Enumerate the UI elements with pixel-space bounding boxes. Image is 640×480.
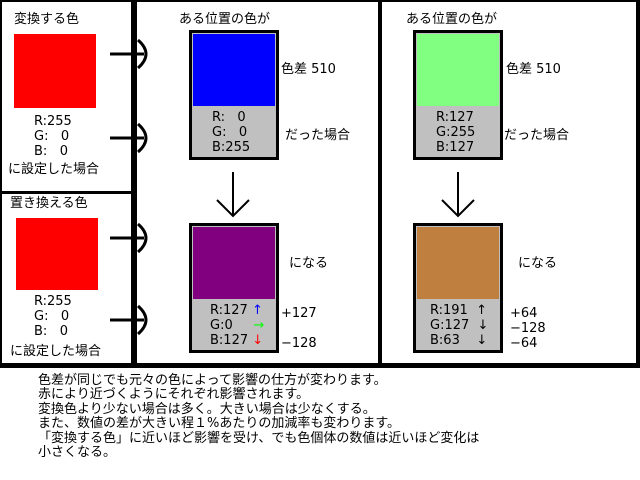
notes: 色差が同じでも元々の色によって影響の仕方が変わります。 赤により近づくようにそれ… <box>0 368 640 480</box>
replace-b: B: 0 <box>34 324 68 339</box>
note-line: 変換色より少ない場合は多く。大きい場合は少なくする。 <box>38 402 376 417</box>
note-line: 色差が同じでも元々の色によって影響の仕方が変わります。 <box>38 373 387 388</box>
connector-arrows-icon <box>110 38 148 336</box>
middle-before-b: B:255 <box>212 140 251 155</box>
middle-after-b: B:127 ↓ <box>210 333 264 348</box>
source-swatch <box>14 34 96 108</box>
down-arrow-icon <box>441 172 475 218</box>
source-panel: 変換する色 R:255 G: 0 B: 0 に設定した場合 <box>2 2 131 191</box>
note-line: 「変換する色」に近いほど影響を受け、でも色個体の数値は近いほど変化は <box>38 431 480 446</box>
middle-delta-r: +127 <box>281 306 317 321</box>
right-heading: ある位置の色が <box>406 12 498 27</box>
note-line: また、数値の差が大きい程１%あたりの加減率も変わります。 <box>38 416 401 431</box>
middle-was: だった場合 <box>285 128 351 143</box>
replace-r: R:255 <box>34 294 72 309</box>
right-after-g: G:127 ↓ <box>430 318 489 333</box>
right-after-swatch <box>417 227 499 299</box>
source-r: R:255 <box>34 114 72 129</box>
replace-swatch <box>16 218 98 290</box>
middle-after-swatch <box>193 227 275 299</box>
down-arrow-icon: ↓ <box>477 318 489 333</box>
right-delta-g: −128 <box>510 321 546 336</box>
down-arrow-icon <box>216 172 250 218</box>
middle-diff: 色差 510 <box>281 62 336 77</box>
replace-title: 置き換える色 <box>10 196 88 211</box>
middle-after-box: R:127 ↑G:0 →B:127 ↓ <box>189 223 279 353</box>
right-arrow-icon: → <box>253 318 265 333</box>
replace-panel: 置き換える色 R:255 G: 0 B: 0 に設定した場合 <box>2 194 131 363</box>
down-arrow-icon: ↓ <box>476 333 488 348</box>
right-delta-b: −64 <box>510 336 538 351</box>
right-before-b: B:127 <box>436 140 475 155</box>
right-before-g: G:255 <box>436 125 476 140</box>
right-becomes: になる <box>518 256 558 271</box>
middle-before-g: G: 0 <box>212 125 248 140</box>
down-arrow-icon: ↓ <box>252 333 264 348</box>
source-g: G: 0 <box>34 129 70 144</box>
middle-after-g: G:0 → <box>210 318 265 333</box>
right-before-r: R:127 <box>436 110 474 125</box>
replace-g: G: 0 <box>34 309 70 324</box>
source-title: 変換する色 <box>14 12 80 27</box>
right-after-box: R:191 ↑G:127 ↓B:63 ↓ <box>413 223 503 353</box>
middle-becomes: になる <box>289 256 329 271</box>
replace-caption: に設定した場合 <box>10 344 102 359</box>
right-after-r: R:191 ↑ <box>430 303 487 318</box>
right-after-b: B:63 ↓ <box>430 333 488 348</box>
middle-delta-b: −128 <box>281 336 317 351</box>
middle-after-r: R:127 ↑ <box>210 303 263 318</box>
up-arrow-icon: ↑ <box>251 303 263 318</box>
up-arrow-icon: ↑ <box>476 303 487 318</box>
source-b: B: 0 <box>34 144 68 159</box>
note-line: 赤により近づくようにそれぞれ影響されます。 <box>38 387 310 402</box>
right-delta-r: +64 <box>510 306 538 321</box>
source-caption: に設定した場合 <box>8 162 100 177</box>
middle-heading: ある位置の色が <box>179 12 271 27</box>
right-was: だった場合 <box>504 128 570 143</box>
middle-before-r: R: 0 <box>212 110 246 125</box>
right-before-swatch <box>417 34 499 106</box>
right-diff: 色差 510 <box>506 62 561 77</box>
middle-before-swatch <box>193 34 275 106</box>
note-line: 小さくなる。 <box>38 445 117 460</box>
